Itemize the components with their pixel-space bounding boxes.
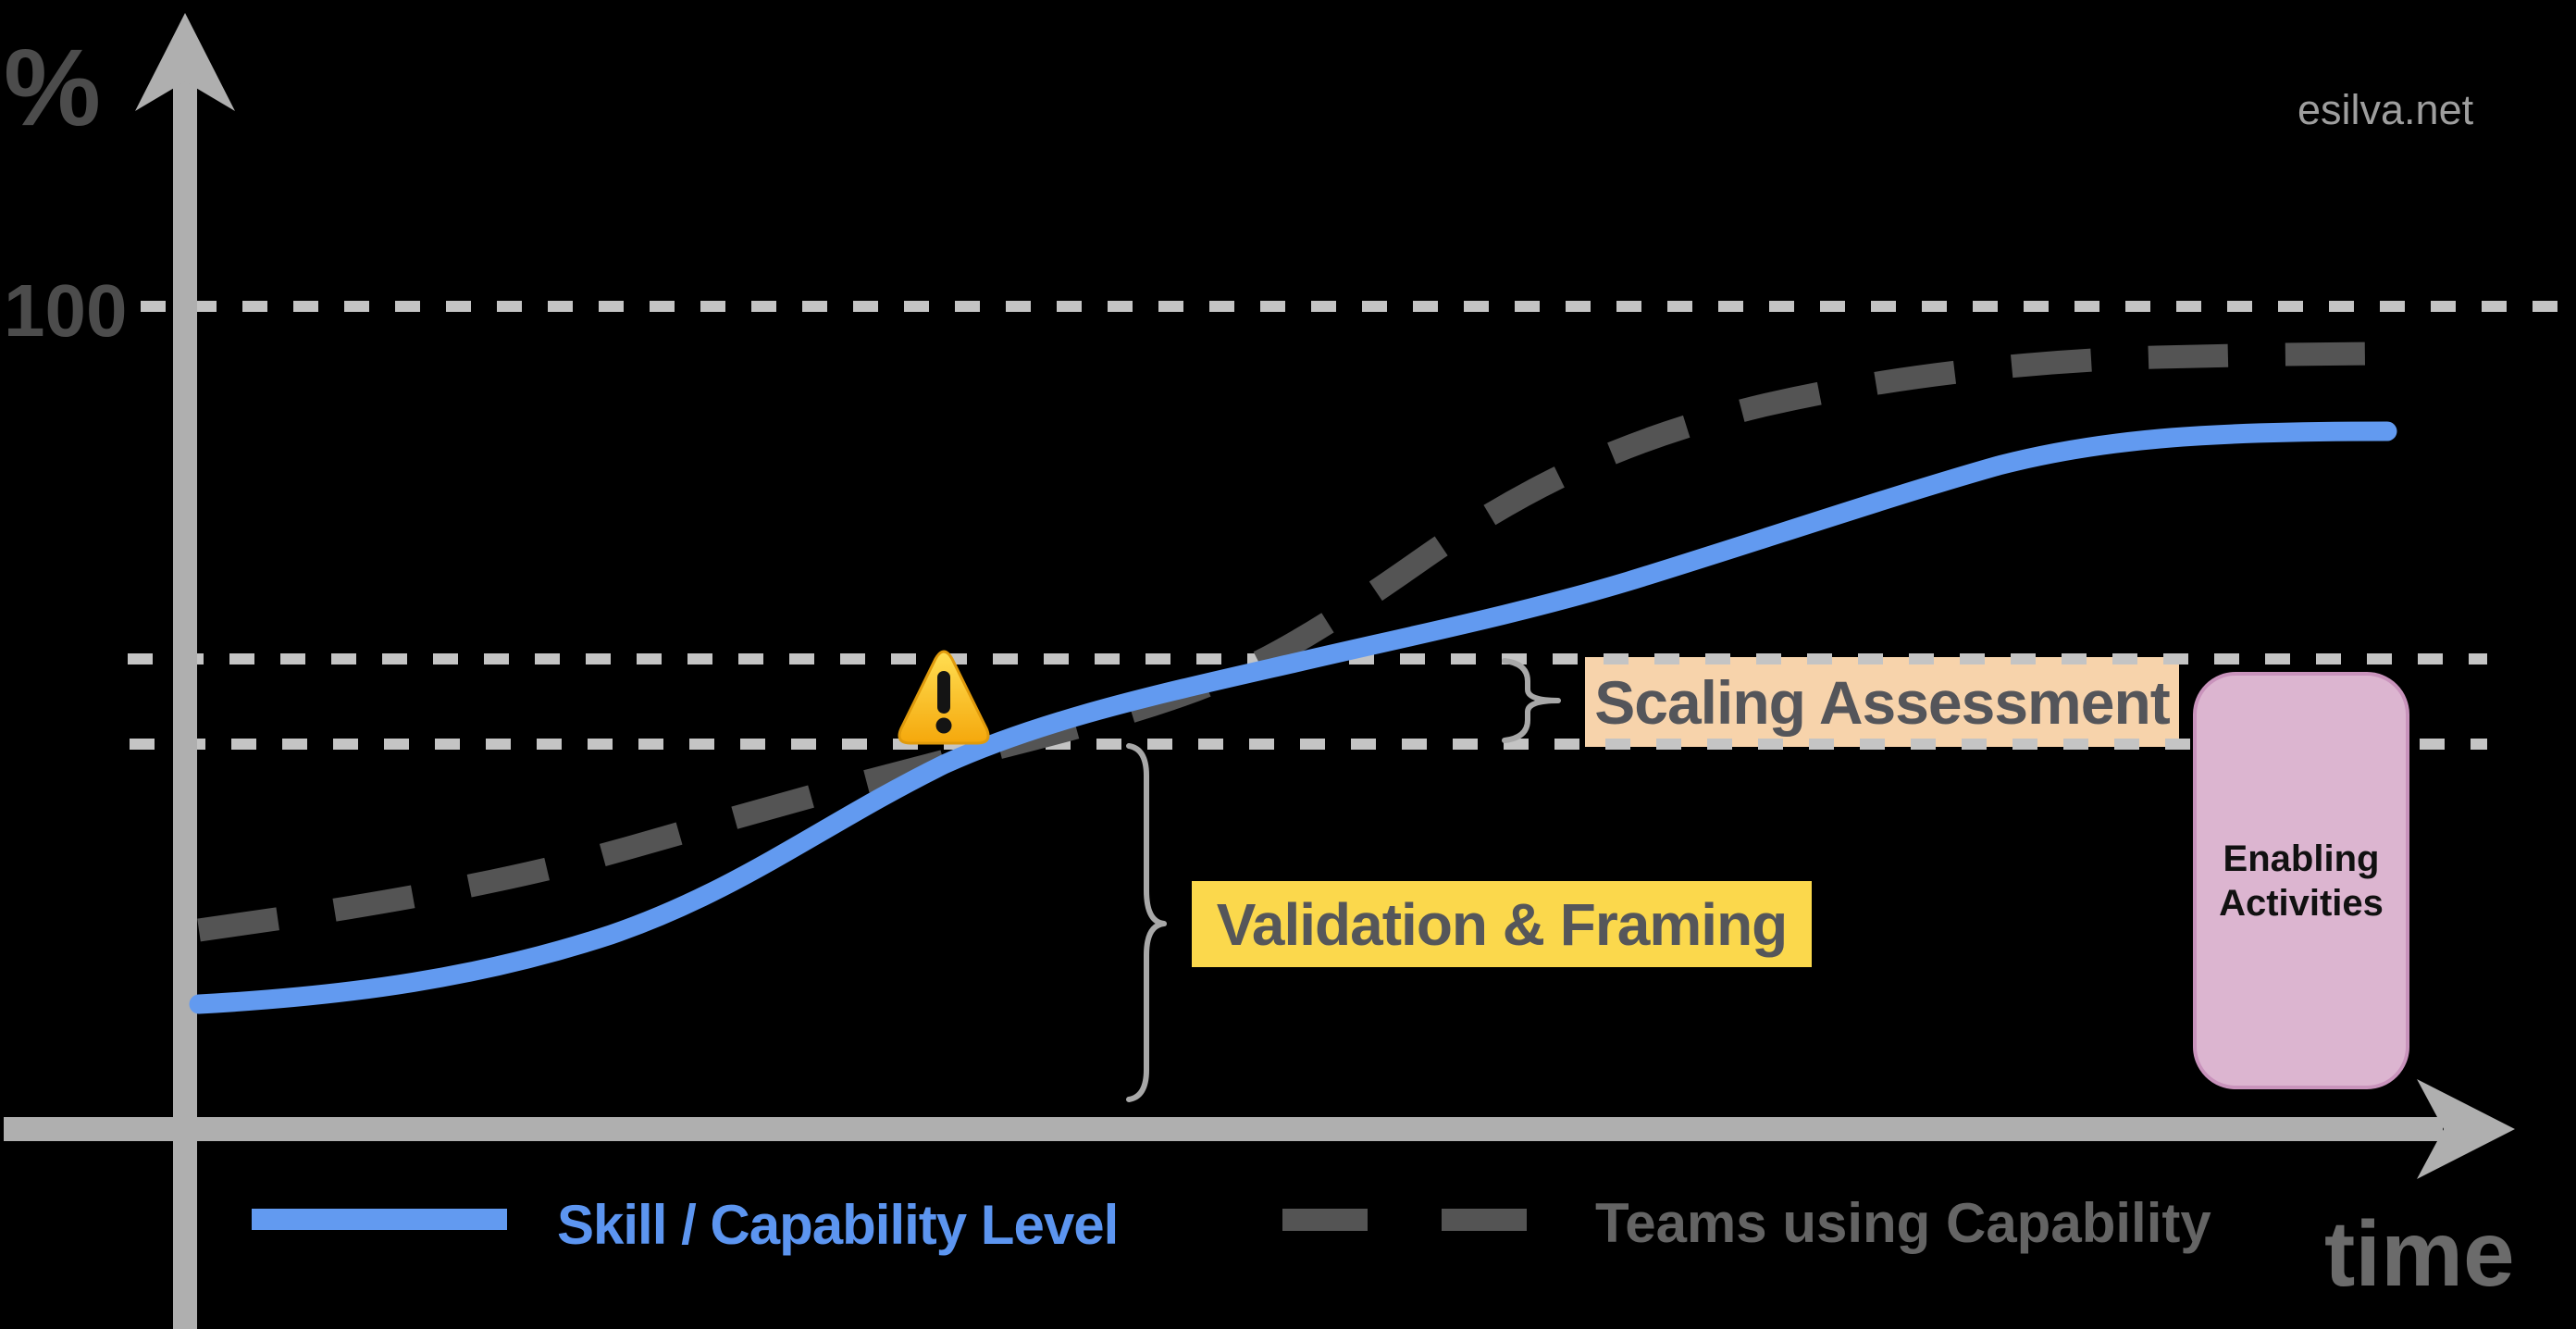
validation-brace — [1126, 743, 1167, 1102]
x-axis-line — [4, 1117, 2443, 1141]
y-axis-arrowhead-icon — [135, 13, 235, 111]
x-axis-label: time — [2324, 1202, 2515, 1306]
scaling-assessment-label: Scaling Assessment — [1594, 667, 2171, 737]
teams-curve — [197, 342, 2388, 942]
scaling-assessment-box — [1585, 657, 2179, 747]
y-axis-label: % — [4, 27, 101, 149]
legend-item-teams: Teams using Capability — [1595, 1192, 2211, 1254]
legend-item-skill: Skill / Capability Level — [557, 1194, 1119, 1256]
enabling-activities-label: Enabling Activities — [2219, 838, 2384, 924]
warning-triangle-icon — [898, 650, 990, 745]
legend-skill-swatch — [252, 1209, 507, 1230]
skill-curve — [189, 421, 2397, 1014]
watermark: esilva.net — [2297, 86, 2474, 133]
scaling-brace — [1502, 658, 1561, 743]
y-axis-tick-100: 100 — [4, 269, 128, 352]
x-axis-arrowhead-icon — [2417, 1079, 2515, 1179]
enabling-activities-box — [2193, 672, 2409, 1089]
validation-framing-label: Validation & Framing — [1192, 881, 1812, 967]
